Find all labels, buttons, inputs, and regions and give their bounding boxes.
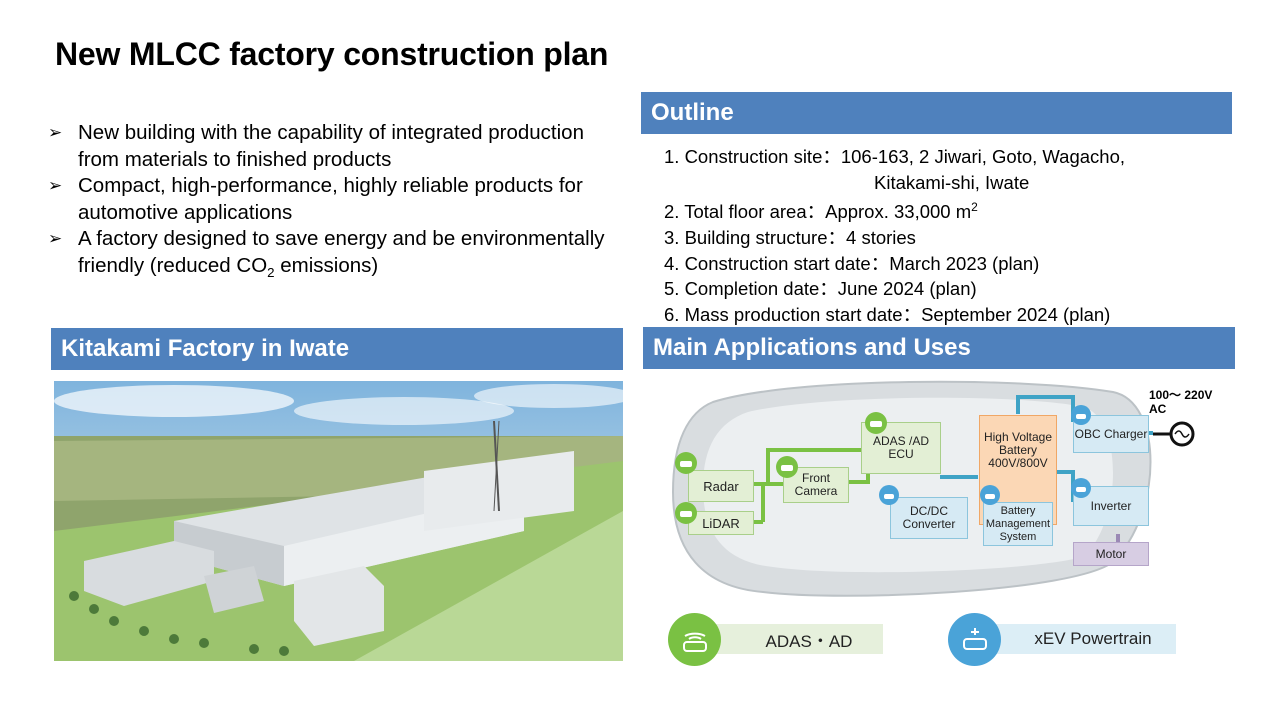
- dcdc-converter-box: DC/DC Converter: [890, 497, 968, 539]
- adas-badge-icon: [865, 412, 887, 434]
- feature-bullet-list: ➢New building with the capability of int…: [48, 120, 628, 286]
- adas-legend-icon: [668, 613, 721, 666]
- front-camera-box: Front Camera: [783, 467, 849, 503]
- outline-item: 1. Construction site：106-163, 2 Jiwari, …: [664, 146, 1126, 167]
- xev-badge-icon: [980, 485, 1000, 505]
- adas-badge-icon: [776, 456, 798, 478]
- outline-item: 4. Construction start date：March 2023 (p…: [664, 252, 1040, 274]
- outline-header: Outline: [641, 92, 1232, 134]
- applications-header: Main Applications and Uses: [643, 327, 1235, 369]
- xev-badge-icon: [1071, 405, 1091, 425]
- bms-box: Battery Management System: [983, 502, 1053, 546]
- outline-item-continuation: Kitakami-shi, Iwate: [874, 171, 1030, 193]
- outline-list: 1. Construction site：106-163, 2 Jiwari, …: [664, 144, 1125, 327]
- legend-xev-label: xEV Powertrain: [1034, 629, 1152, 648]
- adas-badge-icon: [675, 452, 697, 474]
- factory-header: Kitakami Factory in Iwate: [51, 328, 623, 370]
- factory-rendering-image: [54, 381, 623, 661]
- slide-title: New MLCC factory construction plan: [55, 36, 609, 72]
- motor-box: Motor: [1073, 542, 1149, 566]
- legend-adas-bg: [700, 624, 883, 654]
- bullet-item: ➢Compact, high-performance, highly relia…: [48, 174, 583, 224]
- outline-item: 6. Mass production start date：September …: [664, 303, 1111, 325]
- legend-adas-label: ADAS・AD: [765, 631, 853, 651]
- bullet-arrow-icon: ➢: [48, 176, 63, 195]
- xev-badge-icon: [879, 485, 899, 505]
- xev-badge-icon: [1071, 478, 1091, 498]
- adas-badge-icon: [675, 502, 697, 524]
- radar-box: Radar: [688, 470, 754, 502]
- ac-input-label: 100～ 220V AC: [1149, 388, 1213, 416]
- bullet-item: ➢A factory designed to save energy and b…: [48, 227, 605, 280]
- outline-item: 3. Building structure：4 stories: [664, 226, 916, 248]
- bullet-arrow-icon: ➢: [48, 123, 63, 142]
- outline-item: 2. Total floor area：Approx. 33,000 m2: [664, 200, 978, 223]
- legend-xev-bg: [980, 624, 1176, 654]
- adas-ecu-box: ADAS /AD ECU: [861, 422, 941, 474]
- outline-item: 5. Completion date：June 2024 (plan): [664, 278, 977, 300]
- vehicle-applications-diagram: Radar LiDAR Front Camera ADAS /AD ECU DC…: [643, 372, 1243, 672]
- xev-legend-icon: [948, 613, 1001, 666]
- lidar-box: LiDAR: [688, 511, 754, 535]
- bullet-arrow-icon: ➢: [48, 229, 63, 248]
- bullet-item: ➢New building with the capability of int…: [48, 121, 584, 171]
